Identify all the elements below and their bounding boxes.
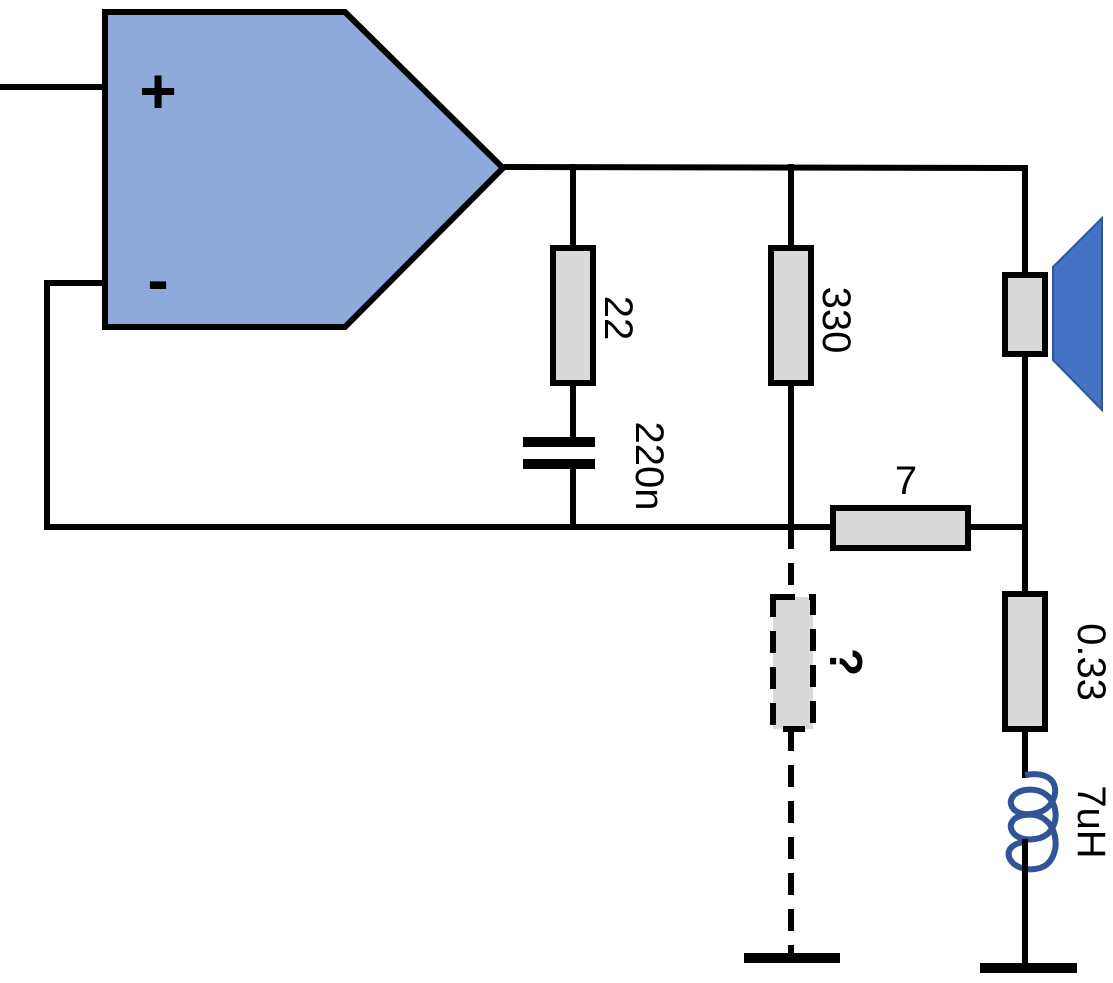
resistor-330 (768, 245, 814, 386)
speaker-coil (1002, 272, 1048, 357)
resistor-unknown-label: ? (820, 648, 872, 676)
resistor-330-label: 330 (814, 287, 858, 354)
resistor-unknown (770, 594, 816, 732)
resistor-22-label: 22 (596, 296, 640, 341)
speaker-icon (1052, 215, 1103, 413)
inductor-7uh-label: 7uH (1069, 785, 1113, 858)
feedback-wire (44, 280, 1028, 530)
opamp-minus-symbol: - (147, 244, 168, 316)
resistor-0-33 (1002, 591, 1048, 732)
opamp-plus-symbol: + (139, 55, 176, 127)
resistor-22 (550, 245, 596, 386)
resistor-7 (830, 505, 971, 551)
resistor-0-33-label: 0.33 (1069, 623, 1113, 701)
resistor-7-label: 7 (895, 459, 917, 503)
output-rail (499, 163, 1029, 172)
capacitor-220n-label: 220n (627, 422, 671, 511)
inductor-7uh (1005, 771, 1059, 873)
opamp-body (102, 9, 508, 330)
